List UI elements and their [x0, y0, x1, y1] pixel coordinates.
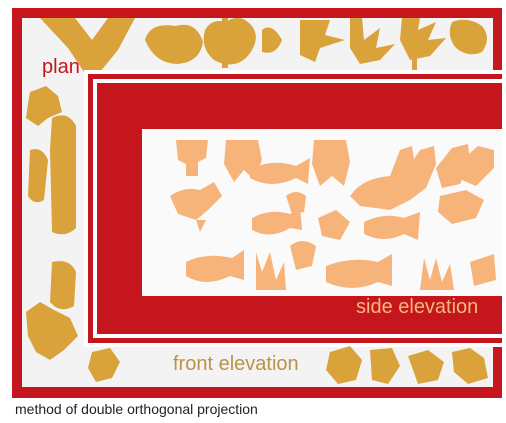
front-elevation-label: front elevation	[173, 353, 299, 376]
figure-caption: method of double orthogonal projection	[15, 401, 258, 417]
plan-label: plan	[42, 56, 80, 79]
side-elevation-label: side elevation	[356, 296, 478, 319]
side-elevation-panel	[142, 129, 502, 296]
